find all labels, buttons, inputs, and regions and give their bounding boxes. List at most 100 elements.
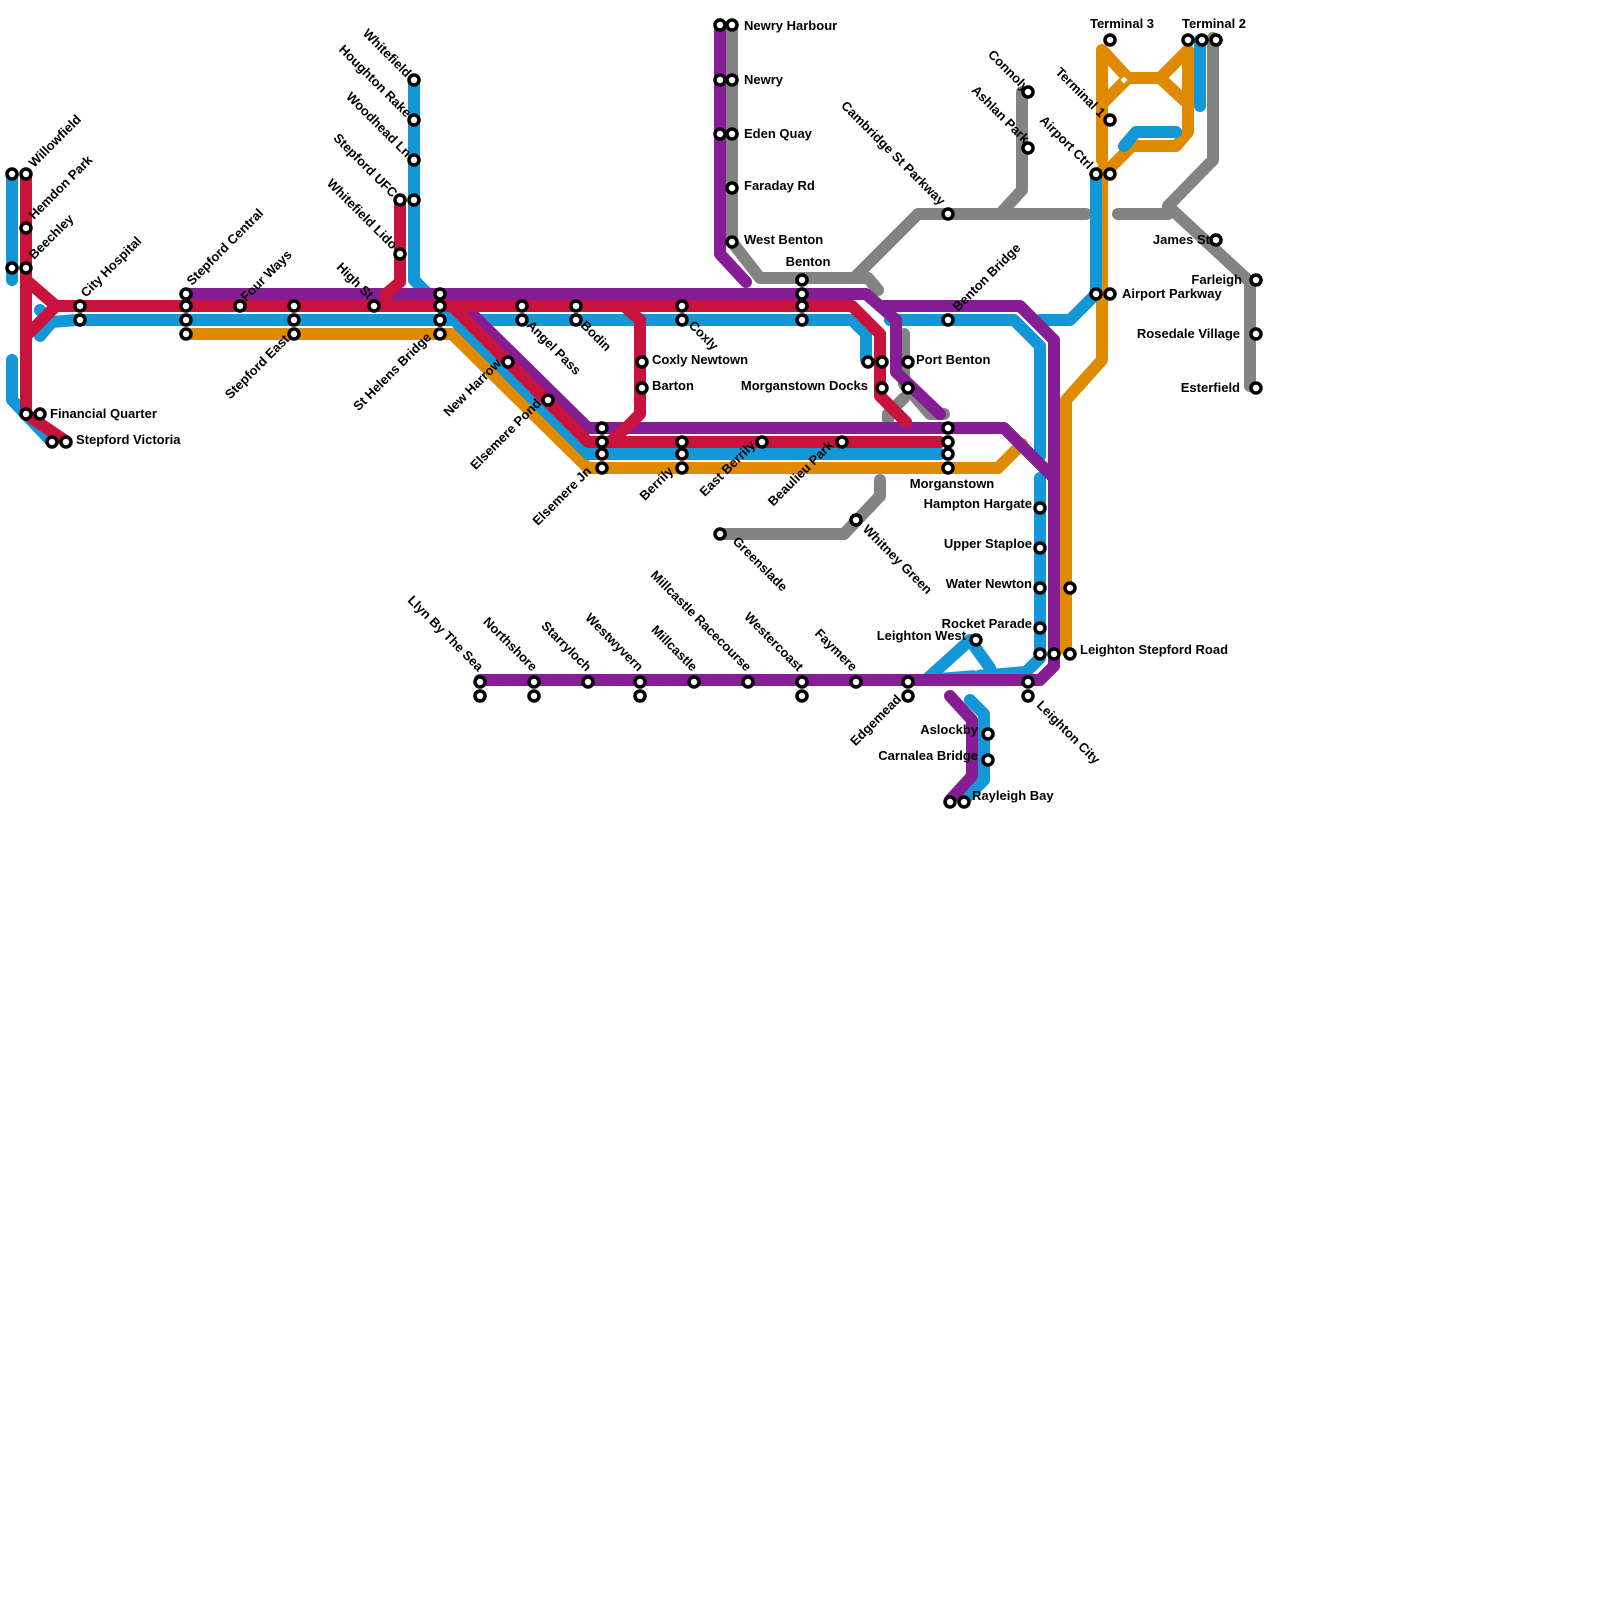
label-houghton-rake[interactable]: Houghton Rake xyxy=(336,42,415,121)
label-rocket-parade[interactable]: Rocket Parade xyxy=(942,616,1032,631)
station-marker[interactable] xyxy=(595,421,609,435)
label-connoly[interactable]: Connoly xyxy=(985,47,1033,95)
station-marker[interactable] xyxy=(1033,501,1047,515)
label-stepford-east[interactable]: Stepford East xyxy=(222,331,293,402)
station-marker[interactable] xyxy=(713,73,727,87)
station-marker[interactable] xyxy=(595,461,609,475)
station-marker[interactable] xyxy=(1181,33,1195,47)
station-marker[interactable] xyxy=(875,381,889,395)
label-carnalea-bridge[interactable]: Carnalea Bridge xyxy=(878,748,978,763)
station-marker[interactable] xyxy=(1089,167,1103,181)
station-marker[interactable] xyxy=(675,299,689,313)
station-marker[interactable] xyxy=(675,461,689,475)
label-aslockby[interactable]: Aslockby xyxy=(920,722,979,737)
station-marker[interactable] xyxy=(957,795,971,809)
label-port-benton[interactable]: Port Benton xyxy=(916,352,990,367)
station-marker[interactable] xyxy=(569,299,583,313)
label-farleigh[interactable]: Farleigh xyxy=(1191,272,1242,287)
station-marker[interactable] xyxy=(433,299,447,313)
station-marker[interactable] xyxy=(1033,541,1047,555)
station-marker[interactable] xyxy=(1103,287,1117,301)
station-marker[interactable] xyxy=(795,287,809,301)
station-marker[interactable] xyxy=(595,447,609,461)
station-marker[interactable] xyxy=(1103,167,1117,181)
station-marker[interactable] xyxy=(179,313,193,327)
station-marker[interactable] xyxy=(725,181,739,195)
station-marker[interactable] xyxy=(287,327,301,341)
station-marker[interactable] xyxy=(1021,675,1035,689)
station-marker[interactable] xyxy=(287,313,301,327)
label-leighton-west[interactable]: Leighton West xyxy=(877,628,967,643)
station-marker[interactable] xyxy=(849,513,863,527)
station-marker[interactable] xyxy=(795,299,809,313)
station-marker[interactable] xyxy=(1195,33,1209,47)
label-coxly-newtown[interactable]: Coxly Newtown xyxy=(652,352,748,367)
label-stepford-victoria[interactable]: Stepford Victoria xyxy=(76,432,181,447)
station-marker[interactable] xyxy=(633,675,647,689)
station-marker[interactable] xyxy=(179,299,193,313)
station-marker[interactable] xyxy=(941,313,955,327)
station-marker[interactable] xyxy=(633,689,647,703)
label-james-st[interactable]: James St xyxy=(1153,232,1211,247)
station-marker[interactable] xyxy=(367,299,381,313)
station-marker[interactable] xyxy=(73,313,87,327)
station-marker[interactable] xyxy=(941,447,955,461)
label-cambridge-st-parkway[interactable]: Cambridge St Parkway xyxy=(838,98,949,209)
station-marker[interactable] xyxy=(45,435,59,449)
label-terminal-2[interactable]: Terminal 2 xyxy=(1182,16,1246,31)
station-marker[interactable] xyxy=(795,313,809,327)
station-marker[interactable] xyxy=(1063,647,1077,661)
label-barton[interactable]: Barton xyxy=(652,378,694,393)
station-marker[interactable] xyxy=(981,727,995,741)
label-northshore[interactable]: Northshore xyxy=(480,614,540,674)
station-marker[interactable] xyxy=(407,193,421,207)
label-starryloch[interactable]: Starryloch xyxy=(538,618,594,674)
station-marker[interactable] xyxy=(1209,233,1223,247)
station-marker[interactable] xyxy=(901,381,915,395)
label-edgemead[interactable]: Edgemead xyxy=(847,691,904,748)
station-marker[interactable] xyxy=(287,299,301,313)
station-marker[interactable] xyxy=(875,355,889,369)
station-marker[interactable] xyxy=(861,355,875,369)
station-marker[interactable] xyxy=(179,287,193,301)
label-faraday-rd[interactable]: Faraday Rd xyxy=(744,178,815,193)
label-terminal-3[interactable]: Terminal 3 xyxy=(1090,16,1154,31)
label-faymere[interactable]: Faymere xyxy=(812,626,860,674)
station-marker[interactable] xyxy=(1063,581,1077,595)
label-llyn-by-the-sea[interactable]: Llyn By The Sea xyxy=(405,593,487,675)
station-marker[interactable] xyxy=(1103,113,1117,127)
station-marker[interactable] xyxy=(713,527,727,541)
station-marker[interactable] xyxy=(1249,327,1263,341)
station-marker[interactable] xyxy=(795,273,809,287)
station-marker[interactable] xyxy=(179,327,193,341)
station-marker[interactable] xyxy=(675,447,689,461)
label-benton[interactable]: Benton xyxy=(786,254,831,269)
station-marker[interactable] xyxy=(725,18,739,32)
label-new-harrow[interactable]: New Harrow xyxy=(440,355,504,419)
station-marker[interactable] xyxy=(675,435,689,449)
station-marker[interactable] xyxy=(941,435,955,449)
station-marker[interactable] xyxy=(33,407,47,421)
station-marker[interactable] xyxy=(1249,273,1263,287)
station-marker[interactable] xyxy=(901,689,915,703)
station-marker[interactable] xyxy=(393,247,407,261)
station-marker[interactable] xyxy=(981,753,995,767)
station-marker[interactable] xyxy=(713,127,727,141)
station-marker[interactable] xyxy=(1021,85,1035,99)
station-marker[interactable] xyxy=(943,795,957,809)
station-marker[interactable] xyxy=(1021,141,1035,155)
label-whitney-green[interactable]: Whitney Green xyxy=(860,522,936,598)
station-marker[interactable] xyxy=(407,153,421,167)
station-marker[interactable] xyxy=(73,299,87,313)
label-morganstown[interactable]: Morganstown xyxy=(910,476,995,491)
station-marker[interactable] xyxy=(635,381,649,395)
label-airport-ctrl[interactable]: Airport Ctrl xyxy=(1037,112,1097,172)
label-esterfield[interactable]: Esterfield xyxy=(1181,380,1240,395)
station-marker[interactable] xyxy=(5,167,19,181)
station-marker[interactable] xyxy=(1033,581,1047,595)
label-millcastle[interactable]: Millcastle xyxy=(648,622,700,674)
station-marker[interactable] xyxy=(541,393,555,407)
station-marker[interactable] xyxy=(19,221,33,235)
station-marker[interactable] xyxy=(1249,381,1263,395)
station-marker[interactable] xyxy=(1103,33,1117,47)
